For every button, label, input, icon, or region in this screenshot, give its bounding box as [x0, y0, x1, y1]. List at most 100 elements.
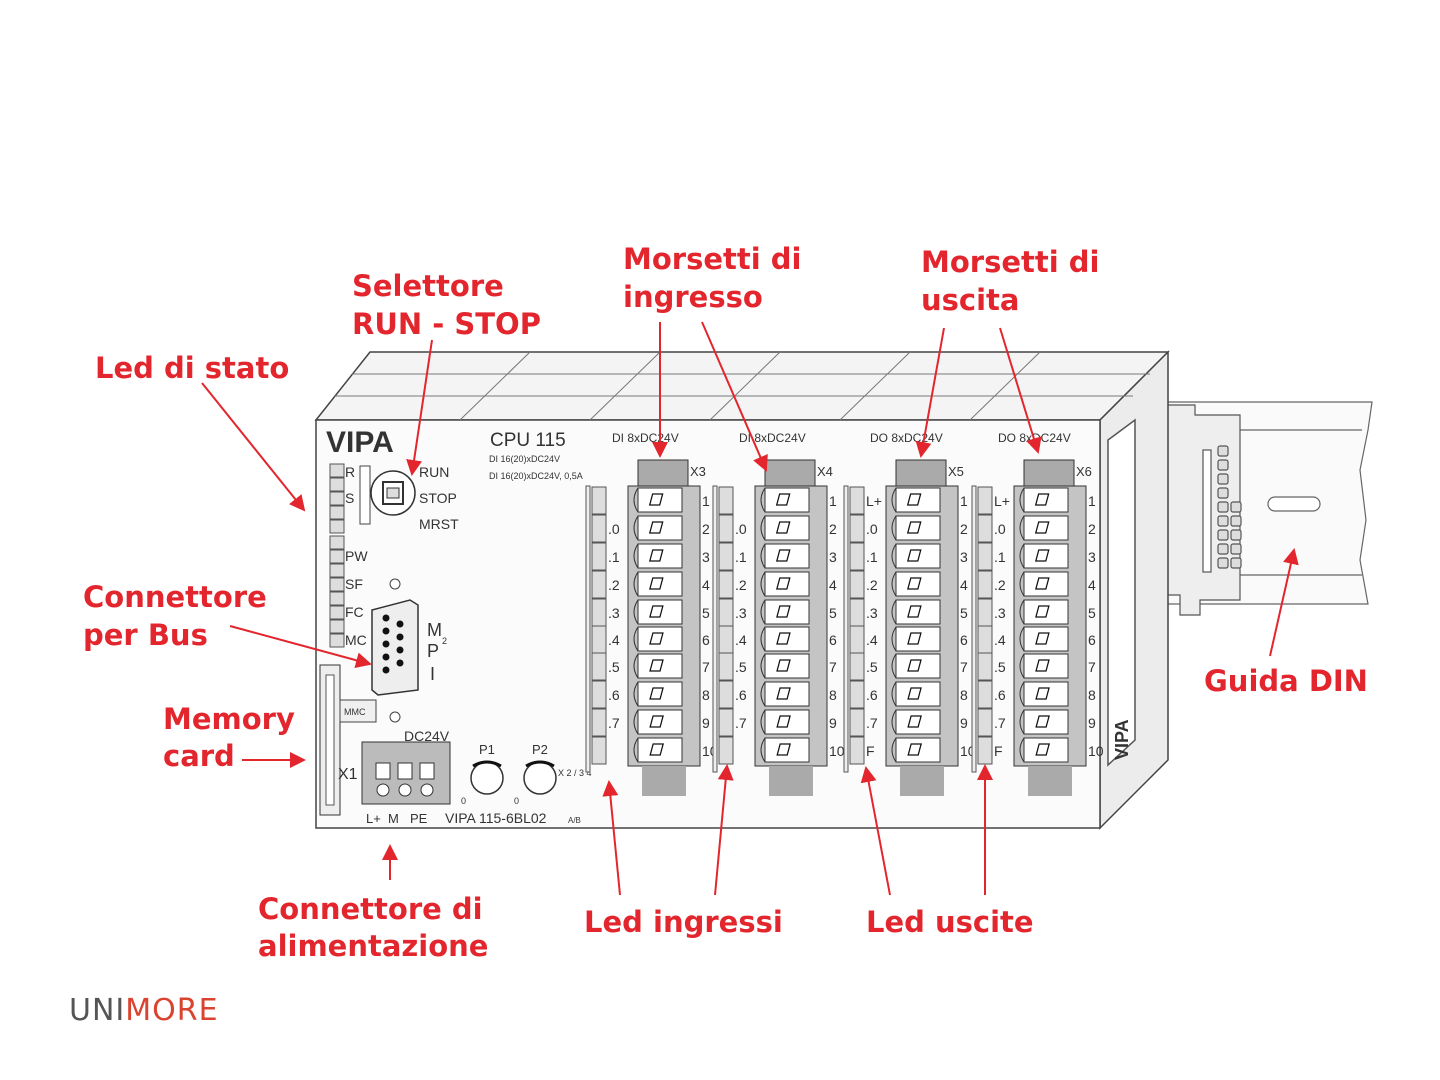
pin-number: 1	[702, 493, 710, 509]
memory-card-slot[interactable]	[319, 664, 341, 816]
io-led	[849, 514, 865, 543]
clamp-curve	[1019, 709, 1025, 735]
clamp-curve	[760, 626, 766, 652]
screw-icon	[649, 605, 664, 618]
switch-run: RUN	[419, 464, 449, 480]
io-address: L+	[994, 493, 1010, 509]
terminal-clamp[interactable]	[895, 571, 941, 597]
pin-number: 6	[702, 632, 710, 648]
screw-icon	[776, 632, 791, 645]
screw-icon	[775, 521, 791, 534]
status-led-label: S	[345, 490, 354, 506]
screw-icon	[907, 577, 922, 590]
io-address: .4	[735, 632, 747, 648]
screw-icon	[649, 659, 664, 672]
status-led-label: SF	[345, 576, 363, 592]
mpi-pin	[382, 666, 390, 674]
clip-hole	[1230, 501, 1242, 513]
io-address: .1	[866, 549, 878, 565]
label-led-uscite: Led uscite	[866, 905, 1034, 939]
io-address: .2	[994, 577, 1006, 593]
power-pin-label: PE	[410, 811, 428, 826]
mpi-pin	[396, 646, 404, 654]
clamp-curve	[760, 681, 766, 707]
terminal-clamp[interactable]	[1023, 543, 1069, 569]
clamp-curve	[760, 737, 766, 763]
io-address: L+	[866, 493, 882, 509]
io-led	[718, 708, 734, 737]
clamp-curve	[891, 599, 897, 625]
screw-icon	[649, 687, 664, 700]
io-led	[977, 652, 993, 681]
block-name: X3	[690, 464, 706, 479]
power-terminal-screw	[397, 762, 413, 780]
mpi-sup: 2	[442, 636, 447, 646]
io-led	[849, 708, 865, 737]
pin-number: 7	[1088, 659, 1096, 675]
screw-icon	[1035, 687, 1050, 700]
clamp-curve	[891, 681, 897, 707]
screw-icon	[1035, 715, 1050, 728]
power-pin-label: L+	[366, 811, 381, 826]
pin-number: 3	[829, 549, 837, 565]
block-name: X5	[948, 464, 964, 479]
pin-number: 3	[702, 549, 710, 565]
terminal-clamp[interactable]	[895, 709, 941, 735]
status-led-label: PW	[345, 548, 368, 564]
io-led	[977, 708, 993, 737]
io-led	[718, 625, 734, 654]
io-led	[591, 486, 607, 515]
pin-number: 5	[829, 605, 837, 621]
unimore-logo: UNIMORE	[69, 993, 219, 1028]
io-led	[718, 486, 734, 515]
label-morsetti-out-2: uscita	[921, 283, 1019, 317]
io-led	[977, 625, 993, 654]
status-led-label: R	[345, 464, 355, 480]
power-connector[interactable]	[361, 741, 451, 805]
terminal-clamp[interactable]	[764, 709, 810, 735]
clamp-curve	[1019, 487, 1025, 513]
clamp-curve	[633, 681, 639, 707]
label-connettore-bus-1: Connettore	[83, 580, 267, 614]
clamp-curve	[633, 543, 639, 569]
led-strip-bar	[843, 485, 849, 773]
io-led	[977, 680, 993, 709]
label-selettore: Selettore	[352, 269, 504, 303]
clip-hole	[1217, 501, 1229, 513]
pin-number: 6	[960, 632, 968, 648]
clamp-curve	[633, 515, 639, 541]
potentiometer-2[interactable]	[523, 761, 557, 795]
mpi-pin	[396, 659, 404, 667]
io-led	[849, 652, 865, 681]
io-led	[591, 598, 607, 627]
screw-icon	[907, 743, 922, 756]
status-led	[329, 505, 345, 520]
io-address: .2	[735, 577, 747, 593]
screw-icon	[1034, 493, 1050, 506]
terminal-clamp[interactable]	[764, 681, 810, 707]
block-header	[637, 459, 689, 487]
block-header	[1023, 459, 1075, 487]
mpi-bus-connector[interactable]	[371, 599, 419, 696]
potentiometer-1[interactable]	[470, 761, 504, 795]
pin-number: 9	[1088, 715, 1096, 731]
clamp-curve	[760, 653, 766, 679]
block-title: DI 8xDC24V	[612, 431, 679, 445]
clamp-curve	[891, 653, 897, 679]
clamp-curve	[760, 543, 766, 569]
run-stop-selector[interactable]	[370, 470, 416, 516]
block-foot	[900, 766, 944, 796]
io-led	[718, 598, 734, 627]
status-led	[329, 535, 345, 550]
label-morsetti-out-1: Morsetti di	[921, 245, 1099, 279]
terminal-clamp[interactable]	[895, 681, 941, 707]
mpi-m: M	[427, 620, 442, 640]
clamp-curve	[891, 515, 897, 541]
pin-number: 4	[829, 577, 837, 593]
pin-number: 5	[1088, 605, 1096, 621]
label-morsetti-in-1: Morsetti di	[623, 242, 801, 276]
screw-icon	[1035, 605, 1050, 618]
io-led	[591, 736, 607, 765]
pot-zero: 0	[461, 796, 466, 806]
